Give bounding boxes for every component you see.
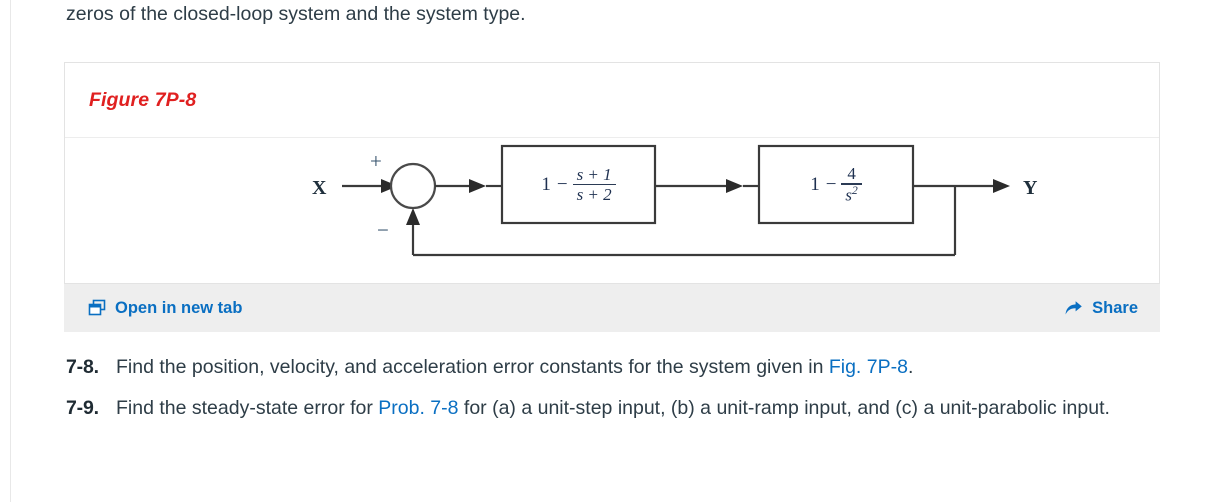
summing-plus-sign: + — [370, 149, 382, 173]
problem-7-9-text-before: Find the steady-state error for — [116, 397, 379, 419]
new-window-icon — [88, 299, 106, 317]
block-2-expression: 1 − 4 s2 — [759, 146, 913, 223]
block-2-fraction: 4 s2 — [841, 164, 862, 205]
figure-action-bar: Open in new tab Share — [64, 284, 1160, 332]
problem-7-8-figure-link[interactable]: Fig. 7P-8 — [828, 356, 908, 378]
figure-card: Figure 7P-8 — [64, 62, 1160, 284]
input-label-x: X — [312, 177, 327, 199]
problem-7-9: 7-9. Find the steady-state error for Prob… — [66, 393, 1166, 424]
block-2-numerator: 4 — [847, 164, 856, 184]
problem-7-9-text-after: for (a) a unit-step input, (b) a unit-ra… — [458, 397, 1110, 419]
output-label-y: Y — [1023, 177, 1038, 199]
share-label: Share — [1092, 298, 1138, 317]
problem-7-8-text-after: . — [907, 356, 914, 378]
block-1-denominator: s + 2 — [576, 185, 612, 205]
block-1-expression: 1 − s + 1 s + 2 — [502, 146, 655, 223]
block-2-denominator: s2 — [845, 184, 858, 205]
block-diagram: X Y + − — [312, 144, 1038, 257]
page-left-rule — [10, 0, 11, 502]
block-1-fraction-bar — [572, 183, 616, 186]
block-1-numerator: s + 1 — [576, 164, 612, 184]
block-2-denominator-exponent: 2 — [852, 184, 858, 197]
share-button[interactable]: Share — [1064, 299, 1138, 318]
block-2-leading: 1 — [810, 173, 820, 195]
block-2-fraction-bar — [841, 183, 862, 185]
problem-7-9-number: 7-9. — [66, 397, 99, 419]
block-1-operator: − — [556, 173, 568, 195]
problem-7-8: 7-8. Find the position, velocity, and acc… — [66, 352, 1166, 383]
problem-7-8-text-before: Find the position, velocity, and acceler… — [116, 356, 829, 378]
problem-7-8-text: Find the position, velocity, and acceler… — [116, 356, 913, 378]
intro-paragraph: zeros of the closed-loop system and the … — [66, 3, 526, 25]
problem-7-9-problem-link[interactable]: Prob. 7-8 — [378, 397, 459, 419]
problem-list: 7-8. Find the position, velocity, and acc… — [66, 352, 1166, 434]
figure-caption-bar: Figure 7P-8 — [65, 63, 1159, 138]
problem-7-8-number: 7-8. — [66, 356, 99, 378]
figure-caption: Figure 7P-8 — [89, 88, 197, 111]
figure-image-area[interactable]: X Y + − 1 − s + 1 s + 2 1 − 4 — [65, 138, 1159, 283]
share-arrow-icon — [1064, 299, 1083, 317]
block-2-operator: − — [825, 173, 837, 195]
block-1-leading: 1 — [541, 173, 551, 195]
problem-7-9-text: Find the steady-state error for Prob. 7-… — [116, 397, 1110, 419]
open-in-new-tab-button[interactable]: Open in new tab — [88, 299, 242, 318]
block-1-fraction: s + 1 s + 2 — [572, 164, 616, 205]
summing-minus-sign: − — [377, 218, 389, 242]
open-in-new-tab-label: Open in new tab — [115, 298, 243, 317]
